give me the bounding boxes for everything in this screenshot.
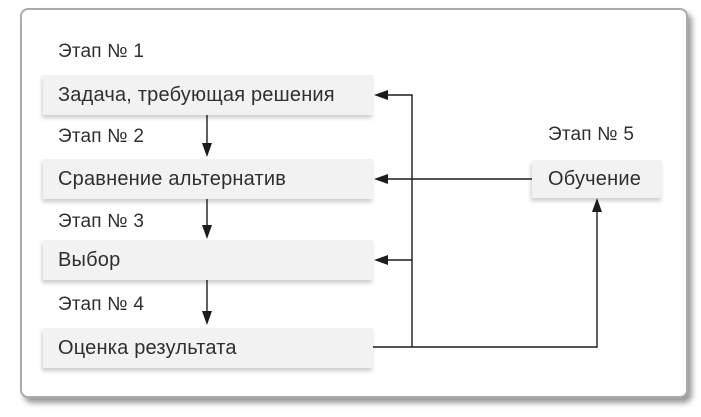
stage-box-comparison-text: Сравнение альтернатив	[58, 167, 287, 190]
stage-label-2: Этап № 2	[58, 126, 145, 147]
stage-box-learning: Обучение	[532, 160, 662, 198]
stage-box-evaluation: Оценка результата	[43, 328, 373, 368]
stage-box-evaluation-text: Оценка результата	[58, 336, 237, 359]
stage-label-5: Этап № 5	[548, 124, 635, 145]
stage-label-1: Этап № 1	[58, 41, 145, 62]
stage-box-comparison: Сравнение альтернатив	[43, 159, 373, 199]
stage-label-3: Этап № 3	[58, 211, 145, 232]
stage-label-4: Этап № 4	[58, 294, 145, 315]
stage-box-choice: Выбор	[43, 240, 373, 280]
stage-box-choice-text: Выбор	[58, 248, 121, 271]
stage-box-learning-text: Обучение	[548, 167, 642, 190]
stage-box-task: Задача, требующая решения	[43, 75, 373, 115]
stage-box-task-text: Задача, требующая решения	[58, 83, 335, 106]
